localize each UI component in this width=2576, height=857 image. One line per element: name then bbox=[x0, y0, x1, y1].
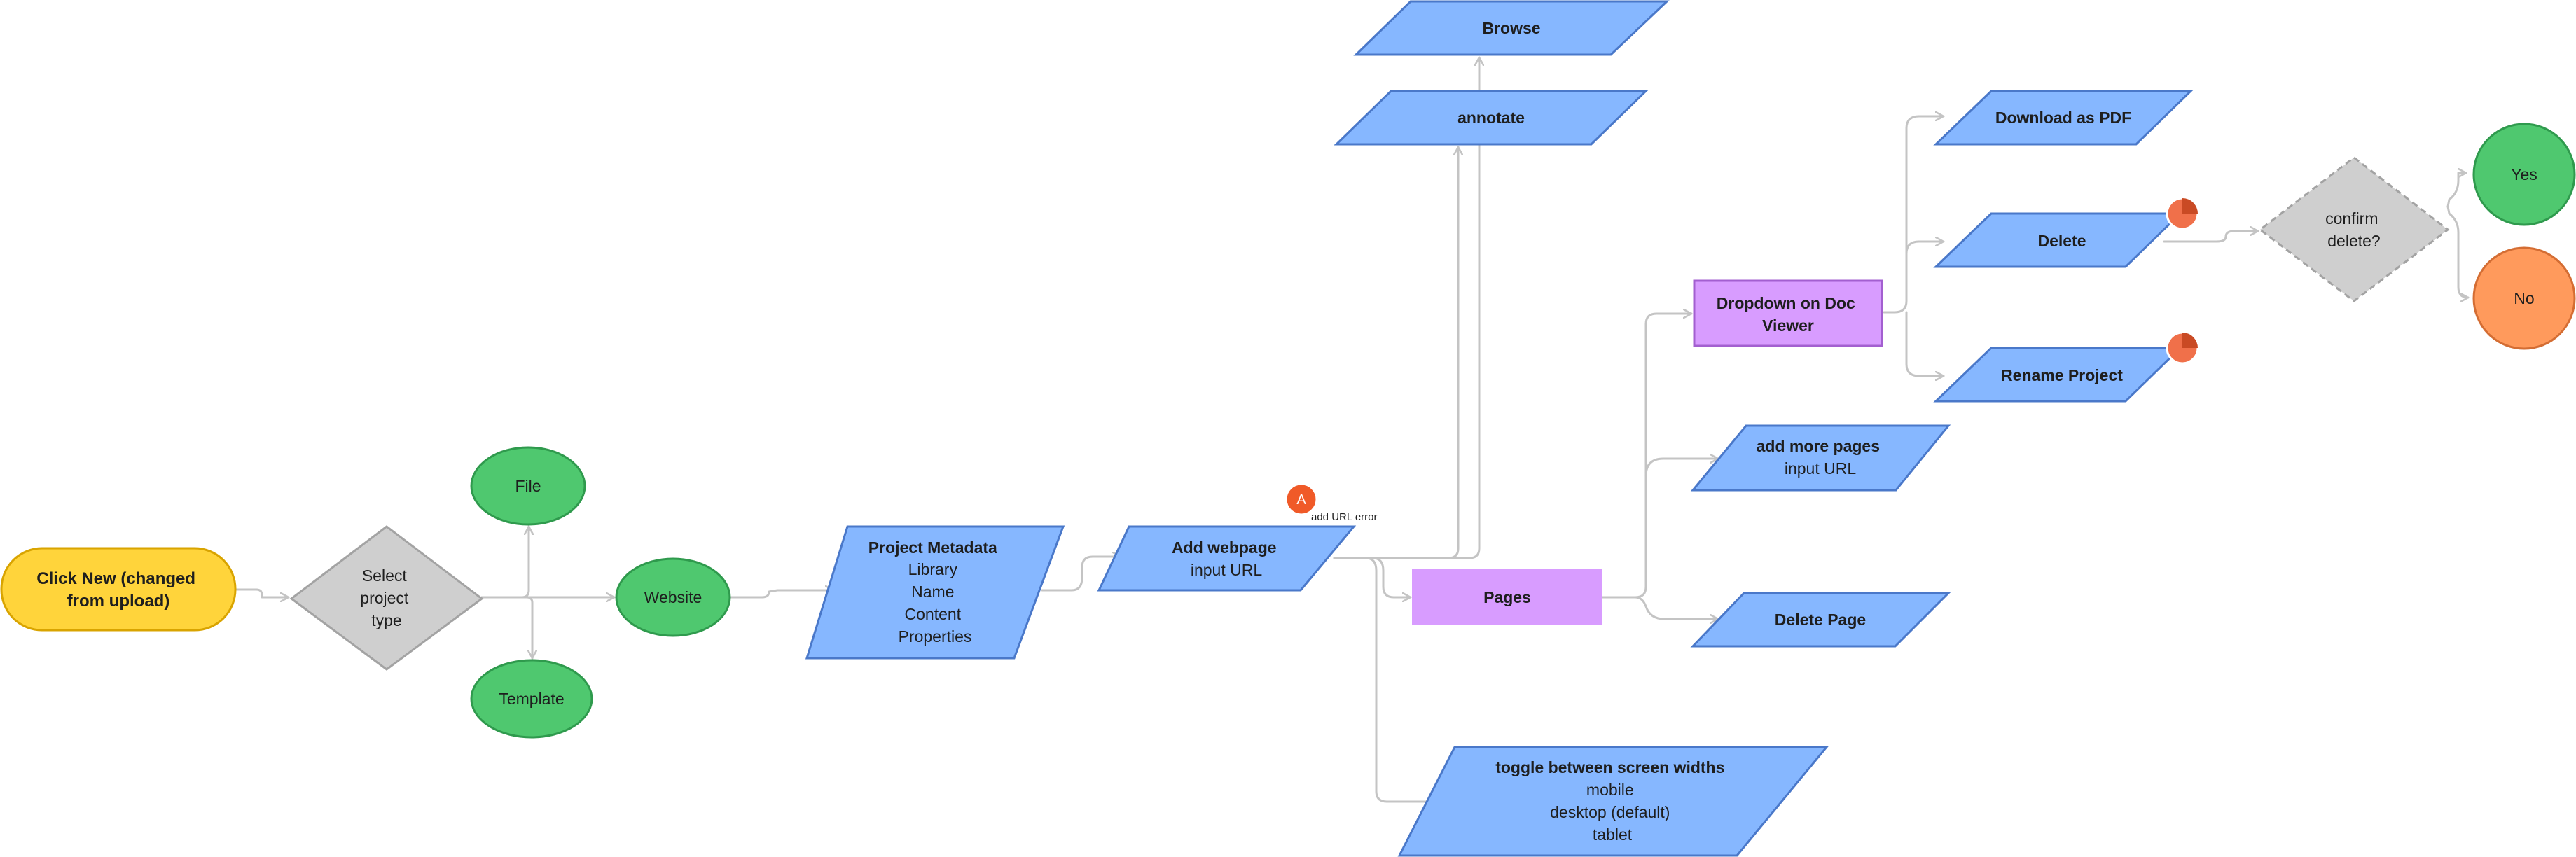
connectors bbox=[234, 56, 2470, 802]
template-label: Template bbox=[499, 690, 564, 708]
download-pdf-node[interactable]: Download as PDF bbox=[1933, 90, 2194, 146]
add-more-pages-node[interactable]: add more pages input URL bbox=[1690, 424, 1951, 492]
edge-start-to-select bbox=[234, 588, 290, 597]
no-option[interactable]: No bbox=[2472, 246, 2576, 350]
select-type-label: Select project type bbox=[360, 566, 413, 629]
rename-project-label: Rename Project bbox=[2001, 366, 2123, 384]
edge-confirm-to-no bbox=[2446, 205, 2470, 298]
edge-pages-to-addmore bbox=[1644, 459, 1719, 478]
dropdown-doc-viewer-label: Dropdown on Doc Viewer bbox=[1717, 294, 1860, 335]
comment-marker[interactable]: A add URL error bbox=[1284, 482, 1377, 523]
comment-avatar-letter: A bbox=[1296, 492, 1306, 508]
add-webpage-label: Add webpage input URL bbox=[1172, 538, 1281, 579]
toggle-widths-label: toggle between screen widths mobile desk… bbox=[1495, 758, 1729, 844]
confirm-delete-decision[interactable]: confirm delete? bbox=[2258, 156, 2450, 302]
template-option[interactable]: Template bbox=[470, 659, 593, 739]
edge-addwebpage-to-browse bbox=[1333, 56, 1479, 559]
edge-website-to-metadata bbox=[729, 590, 835, 599]
browse-label: Browse bbox=[1482, 19, 1540, 37]
comment-text: add URL error bbox=[1311, 511, 1377, 523]
add-webpage-node[interactable]: Add webpage input URL bbox=[1097, 525, 1357, 592]
edge-addwebpage-to-pages bbox=[1333, 557, 1412, 597]
edge-addwebpage-to-annotate bbox=[1333, 146, 1458, 559]
delete-node[interactable]: Delete bbox=[1933, 197, 2199, 268]
delete-page-label: Delete Page bbox=[1775, 611, 1866, 629]
add-more-pages-label: add more pages input URL bbox=[1757, 437, 1885, 478]
delete-label: Delete bbox=[2037, 232, 2086, 250]
confirm-delete-label: confirm delete? bbox=[2325, 209, 2383, 250]
edge-pages-to-dropdown bbox=[1601, 314, 1693, 599]
yes-option[interactable]: Yes bbox=[2472, 123, 2576, 226]
website-label: Website bbox=[644, 588, 702, 606]
edge-dropdown-to-rename bbox=[1905, 311, 1945, 376]
edge-confirm-to-yes bbox=[2446, 173, 2467, 208]
start-node[interactable]: Click New (changed from upload) bbox=[0, 547, 237, 632]
pages-node[interactable]: Pages bbox=[1412, 569, 1602, 625]
edge-dropdown-to-delete bbox=[1905, 242, 1945, 260]
edge-metadata-to-addwebpage bbox=[1041, 557, 1122, 592]
select-type-decision[interactable]: Select project type bbox=[289, 525, 484, 671]
file-label: File bbox=[515, 477, 541, 495]
browse-node[interactable]: Browse bbox=[1353, 0, 1670, 56]
delete-page-node[interactable]: Delete Page bbox=[1690, 592, 1951, 648]
rename-comment-badge[interactable] bbox=[2166, 331, 2199, 365]
website-option[interactable]: Website bbox=[615, 557, 731, 637]
start-node-label: Click New (changed from upload) bbox=[36, 569, 200, 611]
annotate-node[interactable]: annotate bbox=[1334, 90, 1649, 146]
no-label: No bbox=[2514, 289, 2534, 307]
edge-delete-to-confirm bbox=[2163, 231, 2259, 243]
pages-label: Pages bbox=[1483, 588, 1531, 606]
file-option[interactable]: File bbox=[470, 446, 586, 526]
edge-select-to-template bbox=[480, 596, 532, 660]
edge-pages-to-deletepage bbox=[1601, 596, 1719, 619]
project-metadata-label: Project Metadata Library Name Content Pr… bbox=[868, 538, 1002, 646]
delete-comment-badge[interactable] bbox=[2166, 197, 2199, 230]
yes-label: Yes bbox=[2511, 165, 2537, 183]
edge-addwebpage-to-toggle bbox=[1364, 557, 1443, 802]
dropdown-doc-viewer-node[interactable]: Dropdown on Doc Viewer bbox=[1693, 279, 1883, 347]
download-pdf-label: Download as PDF bbox=[1995, 109, 2131, 127]
rename-project-node[interactable]: Rename Project bbox=[1933, 331, 2199, 403]
annotate-label: annotate bbox=[1457, 109, 1525, 127]
toggle-widths-node[interactable]: toggle between screen widths mobile desk… bbox=[1397, 746, 1829, 857]
edge-select-to-file bbox=[480, 525, 529, 599]
project-metadata-node[interactable]: Project Metadata Library Name Content Pr… bbox=[805, 525, 1065, 660]
edge-dropdown-to-download bbox=[1883, 116, 1945, 314]
